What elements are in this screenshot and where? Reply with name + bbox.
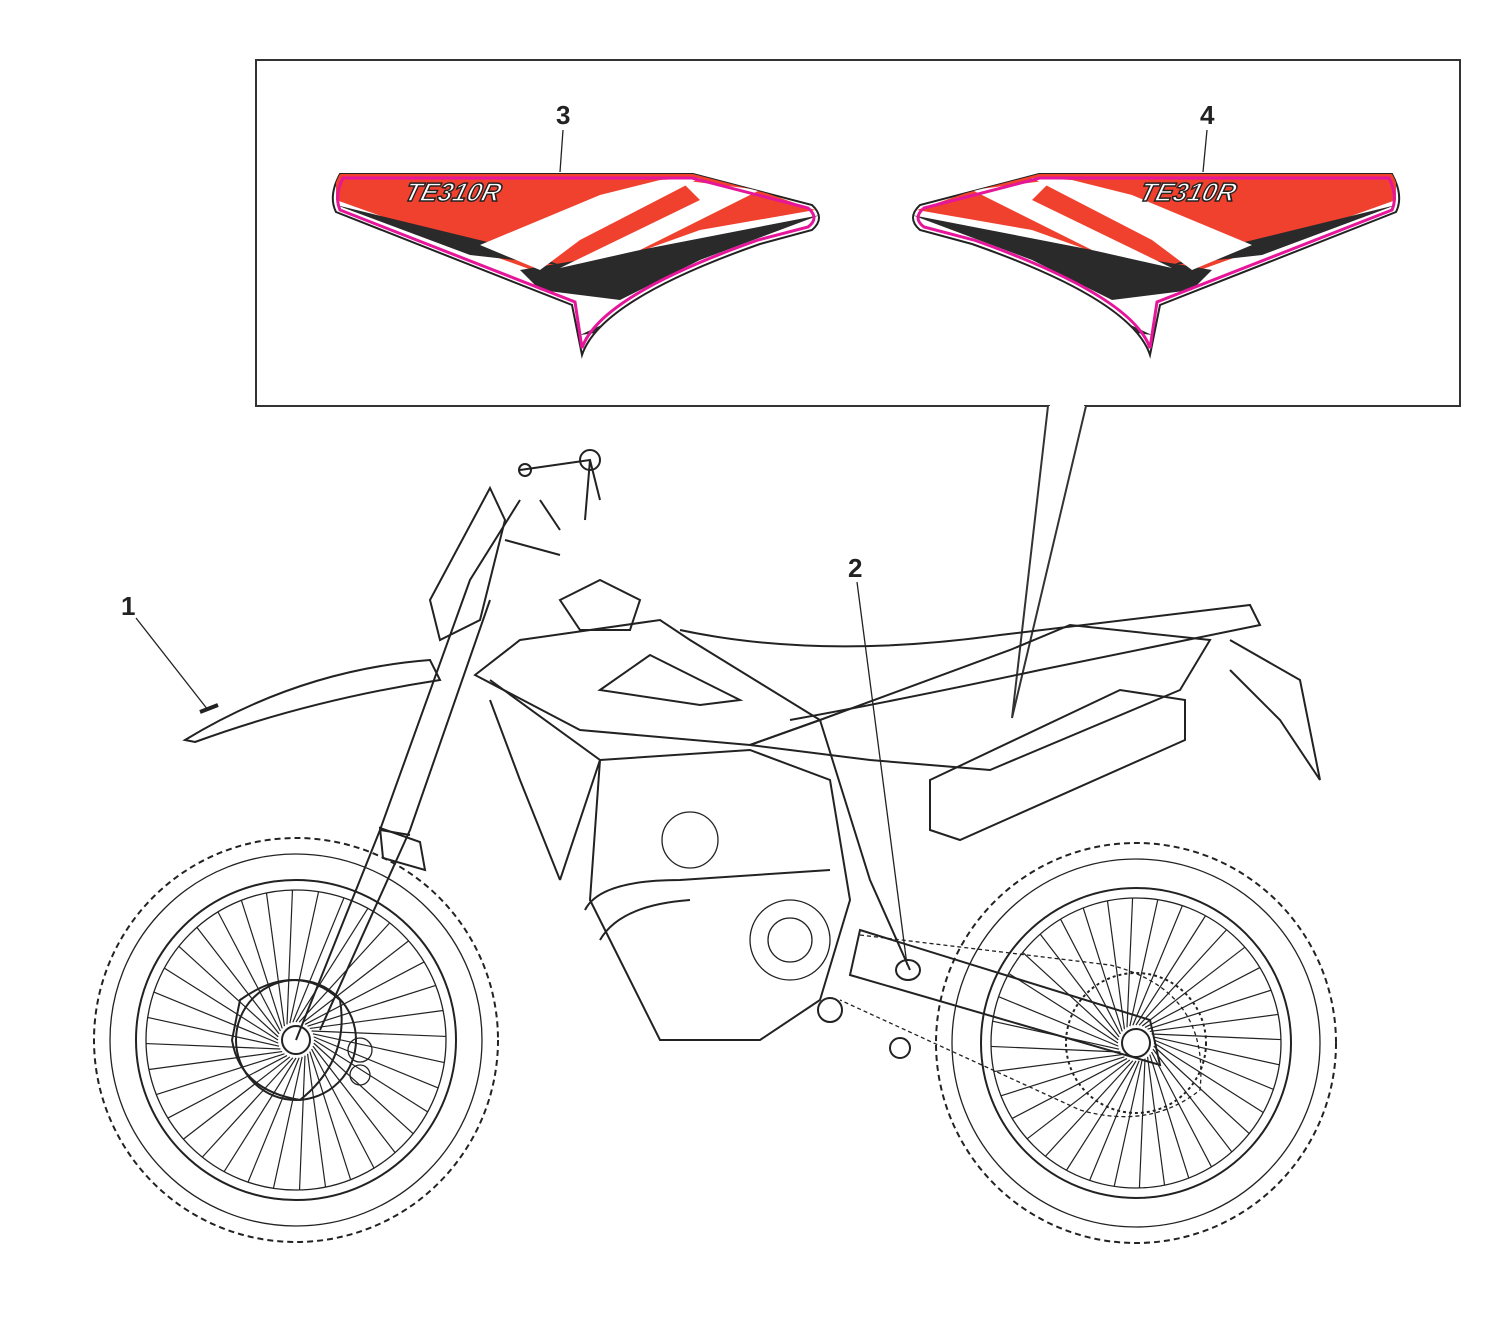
spoke: [1141, 946, 1246, 1027]
spoke: [313, 1036, 439, 1089]
spoke: [304, 961, 425, 1025]
spoke: [1082, 907, 1123, 1032]
spoke: [307, 984, 436, 1027]
spoke: [298, 922, 391, 1023]
spoke: [1147, 989, 1272, 1030]
callout-4: 4: [1200, 100, 1215, 130]
spoke: [309, 1009, 444, 1030]
spoke: [1146, 1056, 1166, 1186]
spoke: [1149, 1013, 1279, 1033]
spoke: [313, 1042, 414, 1135]
spoke: [1039, 933, 1120, 1038]
spoke: [223, 1057, 297, 1172]
spoke: [1132, 905, 1183, 1026]
spoke: [153, 991, 279, 1044]
spoke: [295, 908, 369, 1023]
spoke: [1135, 915, 1207, 1026]
spoke: [196, 927, 280, 1035]
spoke: [1026, 1059, 1131, 1140]
spoke: [312, 1045, 396, 1153]
spoke: [217, 911, 281, 1032]
front-wheel: [93, 837, 499, 1243]
spoke: [312, 1033, 445, 1064]
spoke: [1153, 1042, 1264, 1114]
spoke: [183, 1056, 291, 1140]
wheel-spokes: [146, 890, 1281, 1190]
callout-3: 3: [556, 100, 570, 130]
spoke: [167, 1055, 288, 1119]
spoke: [992, 1020, 1120, 1050]
spoke: [265, 892, 286, 1027]
inset-pointer: [1011, 405, 1087, 719]
spoke: [1151, 1051, 1212, 1168]
spoke: [311, 1048, 375, 1169]
spoke: [313, 1039, 428, 1113]
callout-2: 2: [848, 553, 862, 583]
spoke: [1138, 929, 1227, 1026]
spoke: [247, 1057, 300, 1183]
spoke: [991, 1045, 1121, 1053]
spoke: [1129, 899, 1159, 1027]
spoke: [1060, 918, 1121, 1035]
spoke: [1106, 900, 1126, 1030]
spoke: [201, 1057, 294, 1158]
spoke: [1065, 1060, 1137, 1171]
spoke: [292, 897, 345, 1023]
spoke: [286, 890, 294, 1025]
callout-1: 1: [121, 591, 135, 621]
decal-logo: TE310R: [1137, 177, 1240, 206]
spoke: [156, 1053, 285, 1096]
rear-wheel: [935, 842, 1337, 1244]
spoke: [1144, 967, 1261, 1028]
spoke: [311, 1030, 446, 1038]
spoke: [1022, 952, 1119, 1041]
spoke: [1011, 1058, 1128, 1119]
spoke: [1000, 1056, 1125, 1097]
spoke: [309, 1051, 352, 1180]
spoke: [1149, 1054, 1190, 1179]
spoke: [272, 1056, 303, 1189]
spoke: [164, 967, 279, 1041]
spoke: [1152, 1036, 1280, 1066]
spoke: [301, 940, 409, 1024]
spoke: [178, 945, 279, 1038]
decal-logo: TE310R: [402, 177, 505, 206]
spoke: [240, 900, 283, 1029]
spoke: [148, 1050, 283, 1071]
spoke: [1089, 1060, 1140, 1181]
spoke: [1138, 1058, 1146, 1188]
spoke: [1113, 1059, 1143, 1187]
spoke: [1008, 972, 1119, 1044]
spoke: [1126, 898, 1134, 1028]
spoke: [1152, 1048, 1233, 1153]
spoke: [298, 1055, 306, 1190]
spoke: [993, 1053, 1123, 1073]
motorcycle-illustration: [93, 449, 1337, 1244]
spoke: [998, 996, 1119, 1047]
spoke: [289, 891, 320, 1024]
spoke: [1153, 1039, 1274, 1090]
spoke: [1151, 1033, 1281, 1041]
spoke: [147, 1016, 280, 1047]
spoke: [1153, 1045, 1250, 1134]
spoke: [1045, 1060, 1134, 1157]
spoke: [306, 1053, 327, 1188]
spoke: [146, 1042, 281, 1050]
